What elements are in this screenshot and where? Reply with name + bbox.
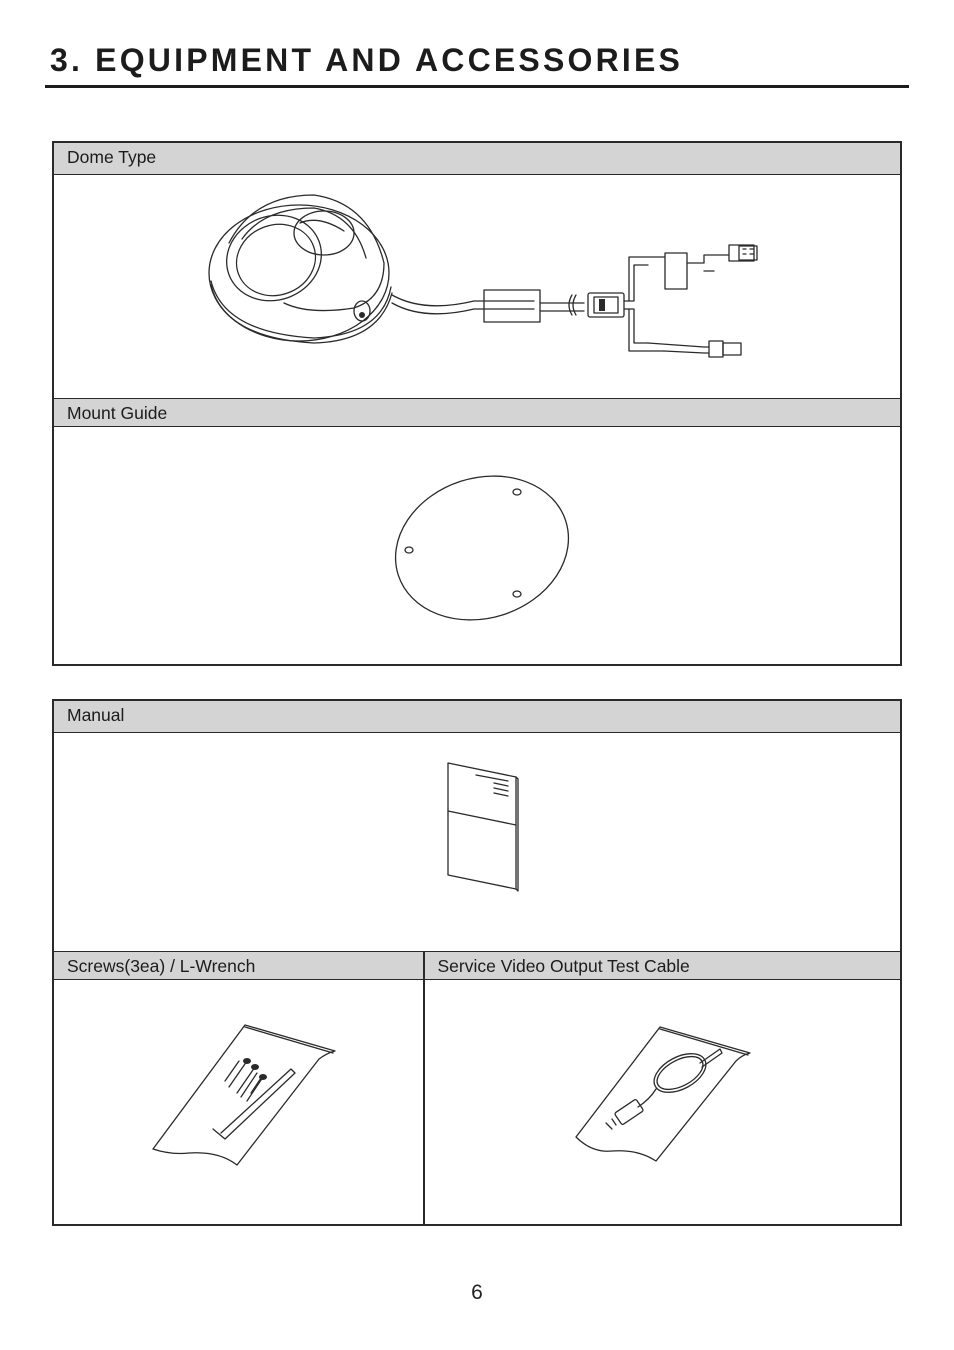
- cable-label: Service Video Output Test Cable: [437, 956, 690, 976]
- column-divider: [423, 951, 425, 1224]
- mount-guide-label: Mount Guide: [67, 403, 168, 423]
- equipment-table-1: Dome Type: [52, 141, 902, 666]
- screws-wrench-icon: [152, 1024, 336, 1166]
- equipment-table-2: Manual Screws(3ea) / L-Wrench Service Vi…: [52, 699, 902, 1226]
- mount-guide-icon: [394, 475, 570, 621]
- screws-header: Screws(3ea) / L-Wrench: [54, 951, 424, 980]
- page-number: 6: [471, 1281, 483, 1304]
- dome-type-header: Dome Type: [54, 143, 900, 175]
- test-cable-icon: [575, 1026, 751, 1162]
- dome-type-label: Dome Type: [67, 147, 157, 167]
- dome-camera-icon: [208, 194, 758, 358]
- title-underline: [45, 85, 909, 88]
- mount-guide-header: Mount Guide: [54, 398, 900, 427]
- screws-label: Screws(3ea) / L-Wrench: [67, 956, 256, 976]
- manual-booklet-icon: [447, 762, 519, 892]
- page-title: 3. EQUIPMENT AND ACCESSORIES: [50, 42, 684, 78]
- cable-header: Service Video Output Test Cable: [424, 951, 900, 980]
- manual-label: Manual: [67, 705, 125, 725]
- manual-header: Manual: [54, 701, 900, 733]
